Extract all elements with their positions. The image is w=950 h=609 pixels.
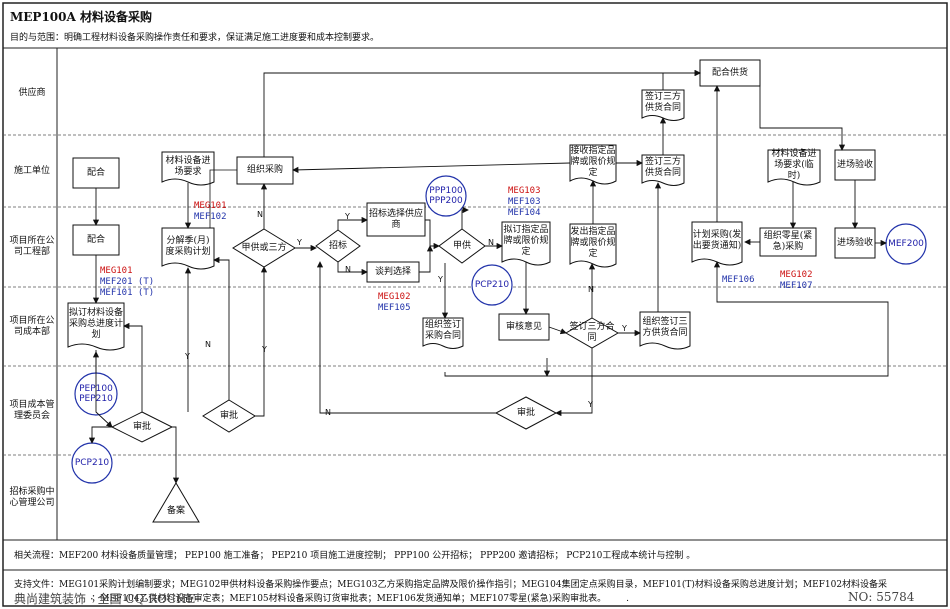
code-c3a: MEG103 xyxy=(508,186,541,196)
lingxing-box xyxy=(759,227,817,257)
yn-n4: N xyxy=(488,238,494,247)
zuzhi3fang-doc xyxy=(639,311,691,350)
yn-y3: Y xyxy=(297,238,302,247)
watermark-right: NO: 55784 xyxy=(848,590,915,604)
watermark-left: 典尚建筑装饰 · 全国 CQ·ROCHE xyxy=(14,592,196,606)
jiagong-diamond xyxy=(232,228,296,268)
zuzhicaigou-box xyxy=(236,156,294,185)
lane-label-cost-committee: 项目成本管理委员会 xyxy=(9,399,55,421)
page-title: MEP100A 材料设备采购 xyxy=(10,10,152,24)
peihegonghuo-box xyxy=(699,59,761,87)
qianding3fang-sg-doc xyxy=(641,154,685,186)
footer-support-1: 支持文件：MEG101采购计划编制要求；MEG102甲供材料设备采购操作要点；M… xyxy=(14,580,888,590)
yn-y6: Y xyxy=(622,324,627,333)
yn-n6: N xyxy=(325,408,331,417)
beian-triangle xyxy=(152,482,200,523)
lane-label-cost-dept: 项目所在公司成本部 xyxy=(9,315,55,337)
connectors xyxy=(88,69,889,484)
fenjie-doc xyxy=(161,227,215,270)
lane-label-construction: 施工单位 xyxy=(13,165,50,176)
code-c1c: MEF101 (T) xyxy=(100,288,155,298)
yn-n3: N xyxy=(345,265,351,274)
ppp100-circle xyxy=(425,175,467,217)
code-c4a: MEG102 xyxy=(378,292,411,302)
code-c1a: MEG101 xyxy=(100,266,133,276)
code-c6a: MEG102 xyxy=(780,270,813,280)
yn-y5: Y xyxy=(438,275,443,284)
yn-y7: Y xyxy=(588,400,593,409)
circle-pcp210b: PCP210 xyxy=(474,280,510,290)
lane-label-bidding-center: 招标采购中心管理公司 xyxy=(9,486,55,508)
pcp210b-circle xyxy=(471,264,513,306)
code-c6b: MEF107 xyxy=(780,281,813,291)
shenpi3-diamond xyxy=(494,396,558,430)
reference-circles xyxy=(71,175,927,484)
code-c1b: MEF201 (T) xyxy=(100,277,155,287)
jiagong2-diamond xyxy=(438,228,486,264)
yn-y4: Y xyxy=(345,212,350,221)
shenpi1-diamond xyxy=(110,411,174,443)
footer-support-2: ；MEF104乙供材料设备审定表；MEF105材料设备采购订货审批表；MEF10… xyxy=(14,594,629,604)
code-c2b: MEF102 xyxy=(194,212,227,222)
peihe2-box xyxy=(72,224,120,256)
tanpan-box xyxy=(366,261,420,283)
nidingzhiding-doc xyxy=(501,221,551,266)
yn-n5: N xyxy=(588,285,594,294)
yanshou2-box xyxy=(834,227,876,259)
qianding3fang-gys-doc xyxy=(641,89,685,121)
circle-ppp100: PPP100 PPP200 xyxy=(429,186,463,206)
code-c3b: MEF103 xyxy=(508,197,541,207)
peihe1-box xyxy=(72,157,120,189)
zhaobiao-diamond xyxy=(315,229,361,263)
yn-y1: Y xyxy=(185,352,190,361)
zhaobiaoxuanze-box xyxy=(366,202,426,237)
yn-y2: Y xyxy=(262,345,267,354)
jihuacaigou-doc xyxy=(691,221,743,266)
lane-label-supplier: 供应商 xyxy=(18,88,46,98)
shenhe-box xyxy=(498,313,550,341)
jinchangyaoqiu-doc xyxy=(161,151,215,186)
qianding3fang-d-diamond xyxy=(564,317,620,349)
zuzhiqianding-doc xyxy=(422,317,464,349)
nidingzong-doc xyxy=(67,302,125,351)
circle-mef200: MEF200 xyxy=(888,239,924,249)
lane-label-engineering: 项目所在公司工程部 xyxy=(9,236,55,257)
code-c3c: MEF104 xyxy=(508,208,541,218)
shenpi2-diamond xyxy=(202,399,256,433)
code-c5: MEF106 xyxy=(722,275,755,285)
yanshou1-box xyxy=(834,149,876,181)
circle-pcp210a: PCP210 xyxy=(74,458,110,468)
circle-pep100: PEP100 PEP210 xyxy=(79,384,113,404)
fachu-doc xyxy=(569,223,617,268)
footer-related: 相关流程：MEF200 材料设备质量管理； PEP100 施工准备； PEP21… xyxy=(14,551,696,561)
purpose-text: 目的与范围：明确工程材料设备采购操作责任和要求，保证满足施工进度要和成本控制要求… xyxy=(10,33,380,43)
node-shapes xyxy=(67,59,876,523)
arrow-dots xyxy=(209,169,237,228)
yn-n2: N xyxy=(257,210,263,219)
code-c2a: MEG101 xyxy=(194,201,227,211)
jinchangyaoqiu2-doc xyxy=(767,149,821,186)
code-c4b: MEF105 xyxy=(378,303,411,313)
jieshou-doc xyxy=(569,144,617,185)
yn-n1: N xyxy=(205,340,211,349)
